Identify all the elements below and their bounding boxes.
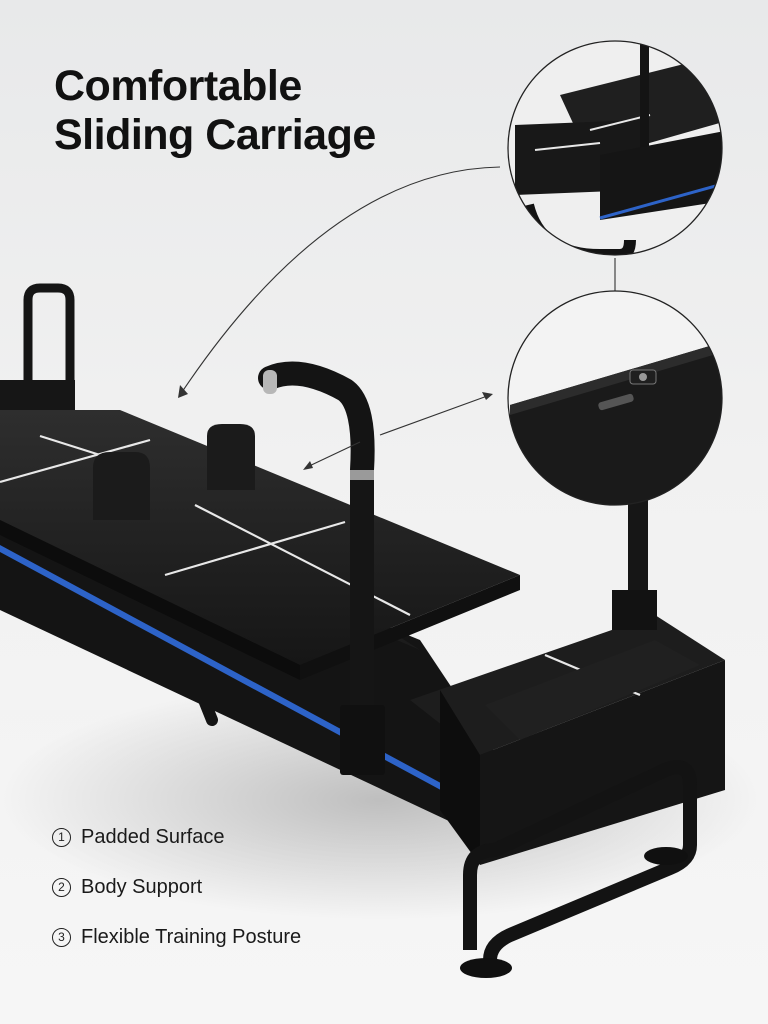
title-line-2: Sliding Carriage xyxy=(54,111,376,160)
feature-item: 2 Body Support xyxy=(52,862,301,912)
detail-circle-rail xyxy=(507,290,723,506)
feature-label: Padded Surface xyxy=(81,825,225,848)
detail-circle-carriage xyxy=(507,40,723,256)
feature-number-badge: 2 xyxy=(52,877,71,897)
title-line-1: Comfortable xyxy=(54,62,302,110)
feature-number-badge: 3 xyxy=(52,927,71,947)
feature-label: Flexible Training Posture xyxy=(81,925,302,948)
feature-list: 1 Padded Surface 2 Body Support 3 Flexib… xyxy=(52,812,301,962)
feature-label: Body Support xyxy=(81,875,203,898)
feature-item: 3 Flexible Training Posture xyxy=(52,912,301,962)
feature-number-badge: 1 xyxy=(52,827,71,847)
page-title: Comfortable Sliding Carriage xyxy=(54,62,376,160)
feature-item: 1 Padded Surface xyxy=(52,812,301,862)
